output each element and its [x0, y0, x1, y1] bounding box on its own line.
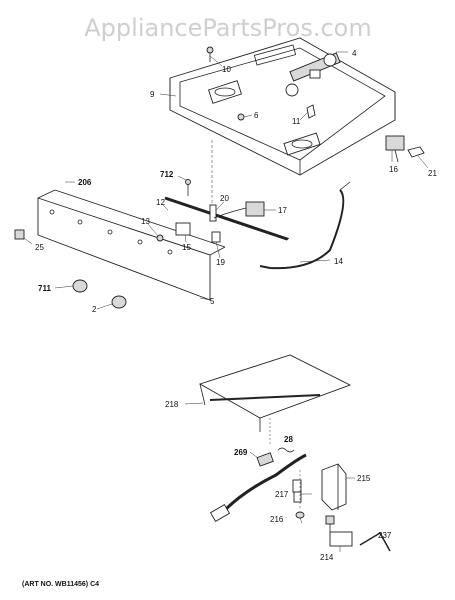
- label-216: 216: [270, 515, 284, 524]
- label-13: 13: [141, 217, 150, 226]
- label-269: 269: [234, 448, 248, 457]
- part-16-block: [385, 135, 405, 151]
- part-19: [211, 231, 221, 243]
- bracket-11: [306, 104, 316, 119]
- spring-28: [277, 447, 295, 453]
- tube-14: [259, 189, 345, 270]
- label-21: 21: [428, 169, 437, 178]
- label-16: 16: [389, 165, 398, 174]
- burner-box-assembly: [169, 37, 425, 205]
- label-28: 28: [284, 435, 293, 444]
- label-711: 711: [38, 284, 51, 293]
- label-4: 4: [352, 49, 357, 58]
- label-6: 6: [254, 111, 259, 120]
- label-712: 712: [160, 170, 174, 179]
- orifice-269: [256, 452, 274, 467]
- label-12: 12: [156, 198, 165, 207]
- label-215: 215: [357, 474, 371, 483]
- part-13: [156, 234, 164, 242]
- valve-15: [175, 222, 191, 236]
- washer-216: [295, 511, 305, 519]
- label-217: 217: [275, 490, 289, 499]
- label-11: 11: [292, 117, 301, 126]
- knob-711: [72, 279, 88, 293]
- part-number-labels: 4 6 9 10 11 16 21 712 20 17 206 12 13 15…: [35, 49, 437, 562]
- label-218: 218: [165, 400, 179, 409]
- label-15: 15: [182, 243, 191, 252]
- screw-712: [185, 179, 191, 185]
- art-number: (ART NO. WB11456) C4: [22, 581, 99, 588]
- ignitor-214: [329, 531, 353, 547]
- watermark-text: AppliancePartsPros.com: [84, 14, 371, 42]
- part-21-piece: [407, 146, 425, 158]
- label-206: 206: [78, 178, 92, 187]
- label-9: 9: [150, 90, 155, 99]
- label-25: 25: [35, 243, 44, 252]
- screw-6: [237, 113, 245, 121]
- label-237: 237: [378, 531, 392, 540]
- label-14: 14: [334, 257, 343, 266]
- baffle-218: [198, 354, 352, 419]
- broil-burner-assembly: [198, 354, 391, 552]
- label-214: 214: [320, 553, 334, 562]
- label-2: 2: [92, 305, 97, 314]
- wire-237: [359, 531, 391, 552]
- label-20: 20: [220, 194, 229, 203]
- part-217b: [293, 491, 302, 503]
- connector-17: [245, 201, 265, 217]
- bracket-215: [321, 463, 347, 511]
- screw-10: [206, 46, 214, 54]
- fitting-20: [209, 204, 217, 222]
- leader-lines: [23, 51, 429, 552]
- label-17: 17: [278, 206, 287, 215]
- knob-2: [111, 295, 127, 309]
- label-19: 19: [216, 258, 225, 267]
- label-5: 5: [210, 297, 215, 306]
- manifold-assembly: [14, 179, 351, 309]
- clip-25: [14, 229, 25, 240]
- label-10: 10: [222, 65, 231, 74]
